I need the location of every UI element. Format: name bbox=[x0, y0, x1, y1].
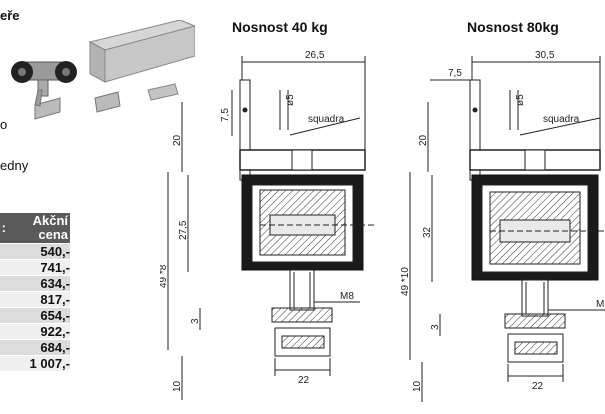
label-squadra-80: squadra bbox=[543, 114, 580, 125]
price-table: : Akční cena 540,- 741,- 634,- 817,- 654… bbox=[0, 213, 70, 372]
dim-10: 10 bbox=[172, 380, 183, 392]
table-row: 684,- bbox=[0, 339, 70, 356]
drawing-40kg: 26,5 ø5 7,5 squadra 20 27,5 49 *8 bbox=[160, 50, 375, 400]
dim-49-80: 49 *10 bbox=[400, 267, 411, 296]
header-line-1: Akční bbox=[32, 213, 68, 228]
price-table-header: : Akční cena bbox=[0, 213, 70, 244]
table-row: 654,- bbox=[0, 307, 70, 324]
dim-10-80: 10 bbox=[412, 380, 423, 392]
dim-hole-80: ø5 bbox=[515, 94, 526, 106]
title-80kg: Nosnost 80kg bbox=[467, 19, 559, 35]
header-stub: : bbox=[0, 213, 6, 244]
dim-3: 3 bbox=[190, 318, 201, 324]
dim-27-5: 27,5 bbox=[178, 220, 189, 240]
cropped-text-fragment-2: edny bbox=[0, 158, 29, 173]
table-row: 817,- bbox=[0, 291, 70, 308]
dim-49: 49 *8 bbox=[160, 264, 169, 288]
dim-26-5: 26,5 bbox=[305, 50, 325, 61]
price-cell: 540,- bbox=[6, 243, 70, 260]
price-cell: 1 007,- bbox=[6, 355, 70, 372]
table-row: 922,- bbox=[0, 323, 70, 340]
dim-32: 32 bbox=[422, 226, 433, 238]
header-akcni-cena: Akční cena bbox=[6, 213, 70, 244]
dim-7-5-80: 7,5 bbox=[448, 68, 462, 79]
cropped-text-fragment: o bbox=[0, 117, 8, 132]
dim-7-5: 7,5 bbox=[220, 108, 231, 122]
product-photo bbox=[11, 20, 195, 120]
label-m: M bbox=[596, 299, 604, 310]
drawing-80kg: 30,5 7,5 ø5 squadra 20 32 49 *10 bbox=[400, 50, 605, 402]
dim-20: 20 bbox=[172, 134, 183, 146]
dim-3-80: 3 bbox=[430, 324, 441, 330]
title-40kg: Nosnost 40 kg bbox=[232, 19, 328, 35]
price-cell: 817,- bbox=[6, 291, 70, 308]
rail-image bbox=[88, 20, 195, 83]
table-row: 540,- bbox=[0, 243, 70, 260]
dim-30-5: 30,5 bbox=[535, 50, 555, 61]
table-row: 741,- bbox=[0, 259, 70, 276]
label-m8: M8 bbox=[340, 291, 354, 302]
table-row: 1 007,- bbox=[0, 355, 70, 372]
technical-drawings: 26,5 ø5 7,5 squadra 20 27,5 49 *8 bbox=[160, 50, 605, 402]
price-cell: 654,- bbox=[6, 307, 70, 324]
price-cell: 684,- bbox=[6, 339, 70, 356]
price-cell: 922,- bbox=[6, 323, 70, 340]
cropped-heading-fragment: eře bbox=[0, 8, 20, 23]
dim-hole: ø5 bbox=[285, 94, 296, 106]
price-cell: 741,- bbox=[6, 259, 70, 276]
header-line-2: cena bbox=[38, 227, 68, 242]
label-squadra: squadra bbox=[308, 114, 345, 125]
table-row: 634,- bbox=[0, 275, 70, 292]
price-cell: 634,- bbox=[6, 275, 70, 292]
bracket-images bbox=[34, 83, 179, 120]
dim-22: 22 bbox=[298, 375, 310, 386]
dim-22-80: 22 bbox=[532, 381, 544, 392]
dim-20-80: 20 bbox=[418, 134, 429, 146]
trolley-image bbox=[11, 61, 77, 97]
